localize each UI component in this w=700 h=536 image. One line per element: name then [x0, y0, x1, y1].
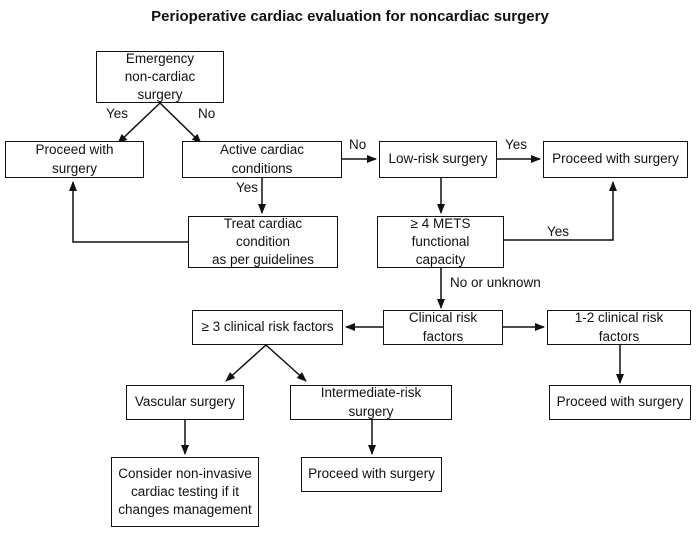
label-active-no: No [349, 137, 367, 152]
edge-emergency-to-active [159, 102, 202, 144]
edge-mets-to-proceed [504, 181, 617, 241]
node-three-risk-factors: ≥ 3 clinical risk factors [192, 310, 343, 345]
label-mets-no-or-unknown: No or unknown [450, 275, 541, 290]
node-mets-functional-capacity: ≥ 4 METS functional capacity [377, 216, 504, 268]
node-active-cardiac-conditions: Active cardiac conditions [182, 141, 342, 178]
node-proceed-left: Proceed with surgery [5, 141, 144, 178]
label-emergency-no: No [198, 106, 216, 121]
label-mets-yes: Yes [547, 224, 570, 239]
node-proceed-one-two: Proceed with surgery [549, 385, 691, 420]
label-emergency-yes: Yes [106, 106, 129, 121]
node-proceed-intermediate: Proceed with surgery [301, 457, 442, 492]
node-vascular-surgery: Vascular surgery [126, 385, 244, 420]
edge-three-to-intermediate [265, 344, 307, 382]
node-low-risk-surgery: Low-risk surgery [379, 141, 497, 178]
node-emergency-surgery: Emergency non-cardiac surgery [96, 51, 224, 103]
node-one-two-risk-factors: 1-2 clinical risk factors [547, 310, 691, 345]
node-clinical-risk-factors: Clinical risk factors [383, 310, 503, 345]
label-lowrisk-yes: Yes [505, 137, 528, 152]
node-treat-cardiac-condition: Treat cardiac condition as per guideline… [188, 216, 338, 268]
label-active-yes: Yes [236, 180, 259, 195]
node-intermediate-risk-surgery: Intermediate-risk surgery [290, 385, 452, 420]
diagram-title: Perioperative cardiac evaluation for non… [151, 8, 549, 25]
edge-emergency-to-proceed [117, 102, 161, 144]
node-proceed-right: Proceed with surgery [543, 141, 688, 178]
node-noninvasive-testing: Consider non-invasive cardiac testing if… [111, 457, 259, 527]
edge-three-to-vascular [225, 344, 267, 382]
edge-treat-to-proceed [69, 181, 188, 243]
